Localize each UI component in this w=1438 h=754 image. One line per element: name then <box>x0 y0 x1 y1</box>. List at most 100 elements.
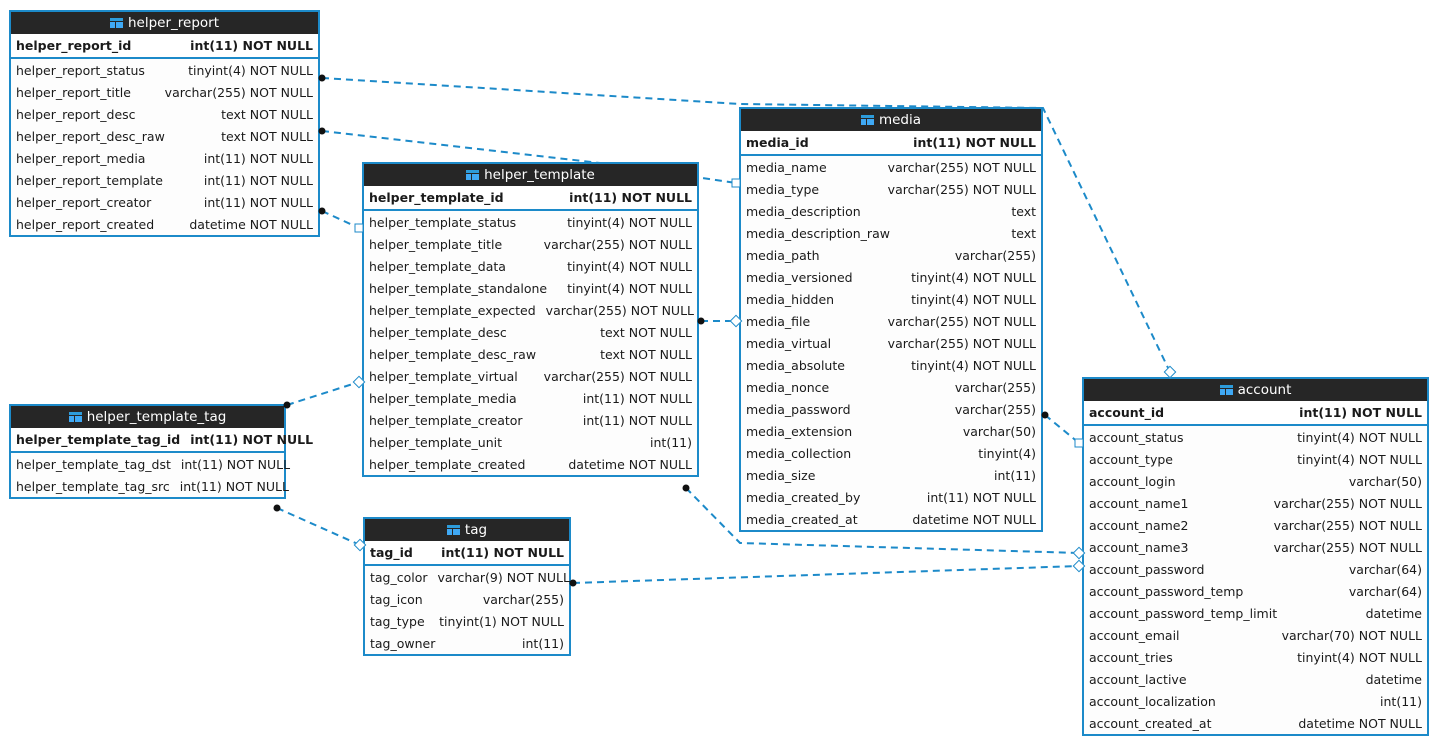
table-header[interactable]: helper_report <box>11 12 318 34</box>
column-name: media_password <box>746 401 851 417</box>
column-type: int(11) NOT NULL <box>441 545 564 560</box>
table-row[interactable]: media_password varchar(255) <box>741 398 1041 420</box>
relationship-endpoint-dot <box>318 127 326 135</box>
column-name: helper_template_created <box>369 456 526 472</box>
relationship-endpoint-dot <box>569 579 577 587</box>
column-name: helper_report_template <box>16 172 163 188</box>
column-name: tag_owner <box>370 635 436 651</box>
relationship-endpoint-dot <box>318 207 326 215</box>
column-name: media_size <box>746 467 816 483</box>
relationship-line-rel-helper-template-tag-virtual <box>286 381 360 406</box>
column-name: media_id <box>746 135 809 150</box>
relationship-endpoint-dot <box>273 504 281 512</box>
table-row[interactable]: media_size int(11) <box>741 464 1041 486</box>
column-name: helper_template_creator <box>369 412 523 428</box>
column-type: tinyint(4) NOT NULL <box>188 62 313 78</box>
column-type: varchar(255) <box>954 401 1036 417</box>
table-header[interactable]: tag <box>365 519 569 541</box>
column-type: int(11) NOT NULL <box>582 390 692 406</box>
column-type: varchar(255) NOT NULL <box>1273 517 1422 533</box>
column-type: int(11) <box>994 467 1036 483</box>
table-icon <box>466 170 480 180</box>
column-type: datetime <box>1365 605 1422 621</box>
column-name: media_nonce <box>746 379 830 395</box>
table-header[interactable]: helper_template <box>364 164 697 186</box>
table-header[interactable]: media <box>741 109 1041 131</box>
table-header[interactable]: account <box>1084 379 1427 401</box>
column-type: varchar(50) <box>1348 473 1422 489</box>
column-type: varchar(64) <box>1348 583 1422 599</box>
table-header[interactable]: helper_template_tag <box>11 406 284 428</box>
relationship-marker-square <box>1074 438 1084 448</box>
